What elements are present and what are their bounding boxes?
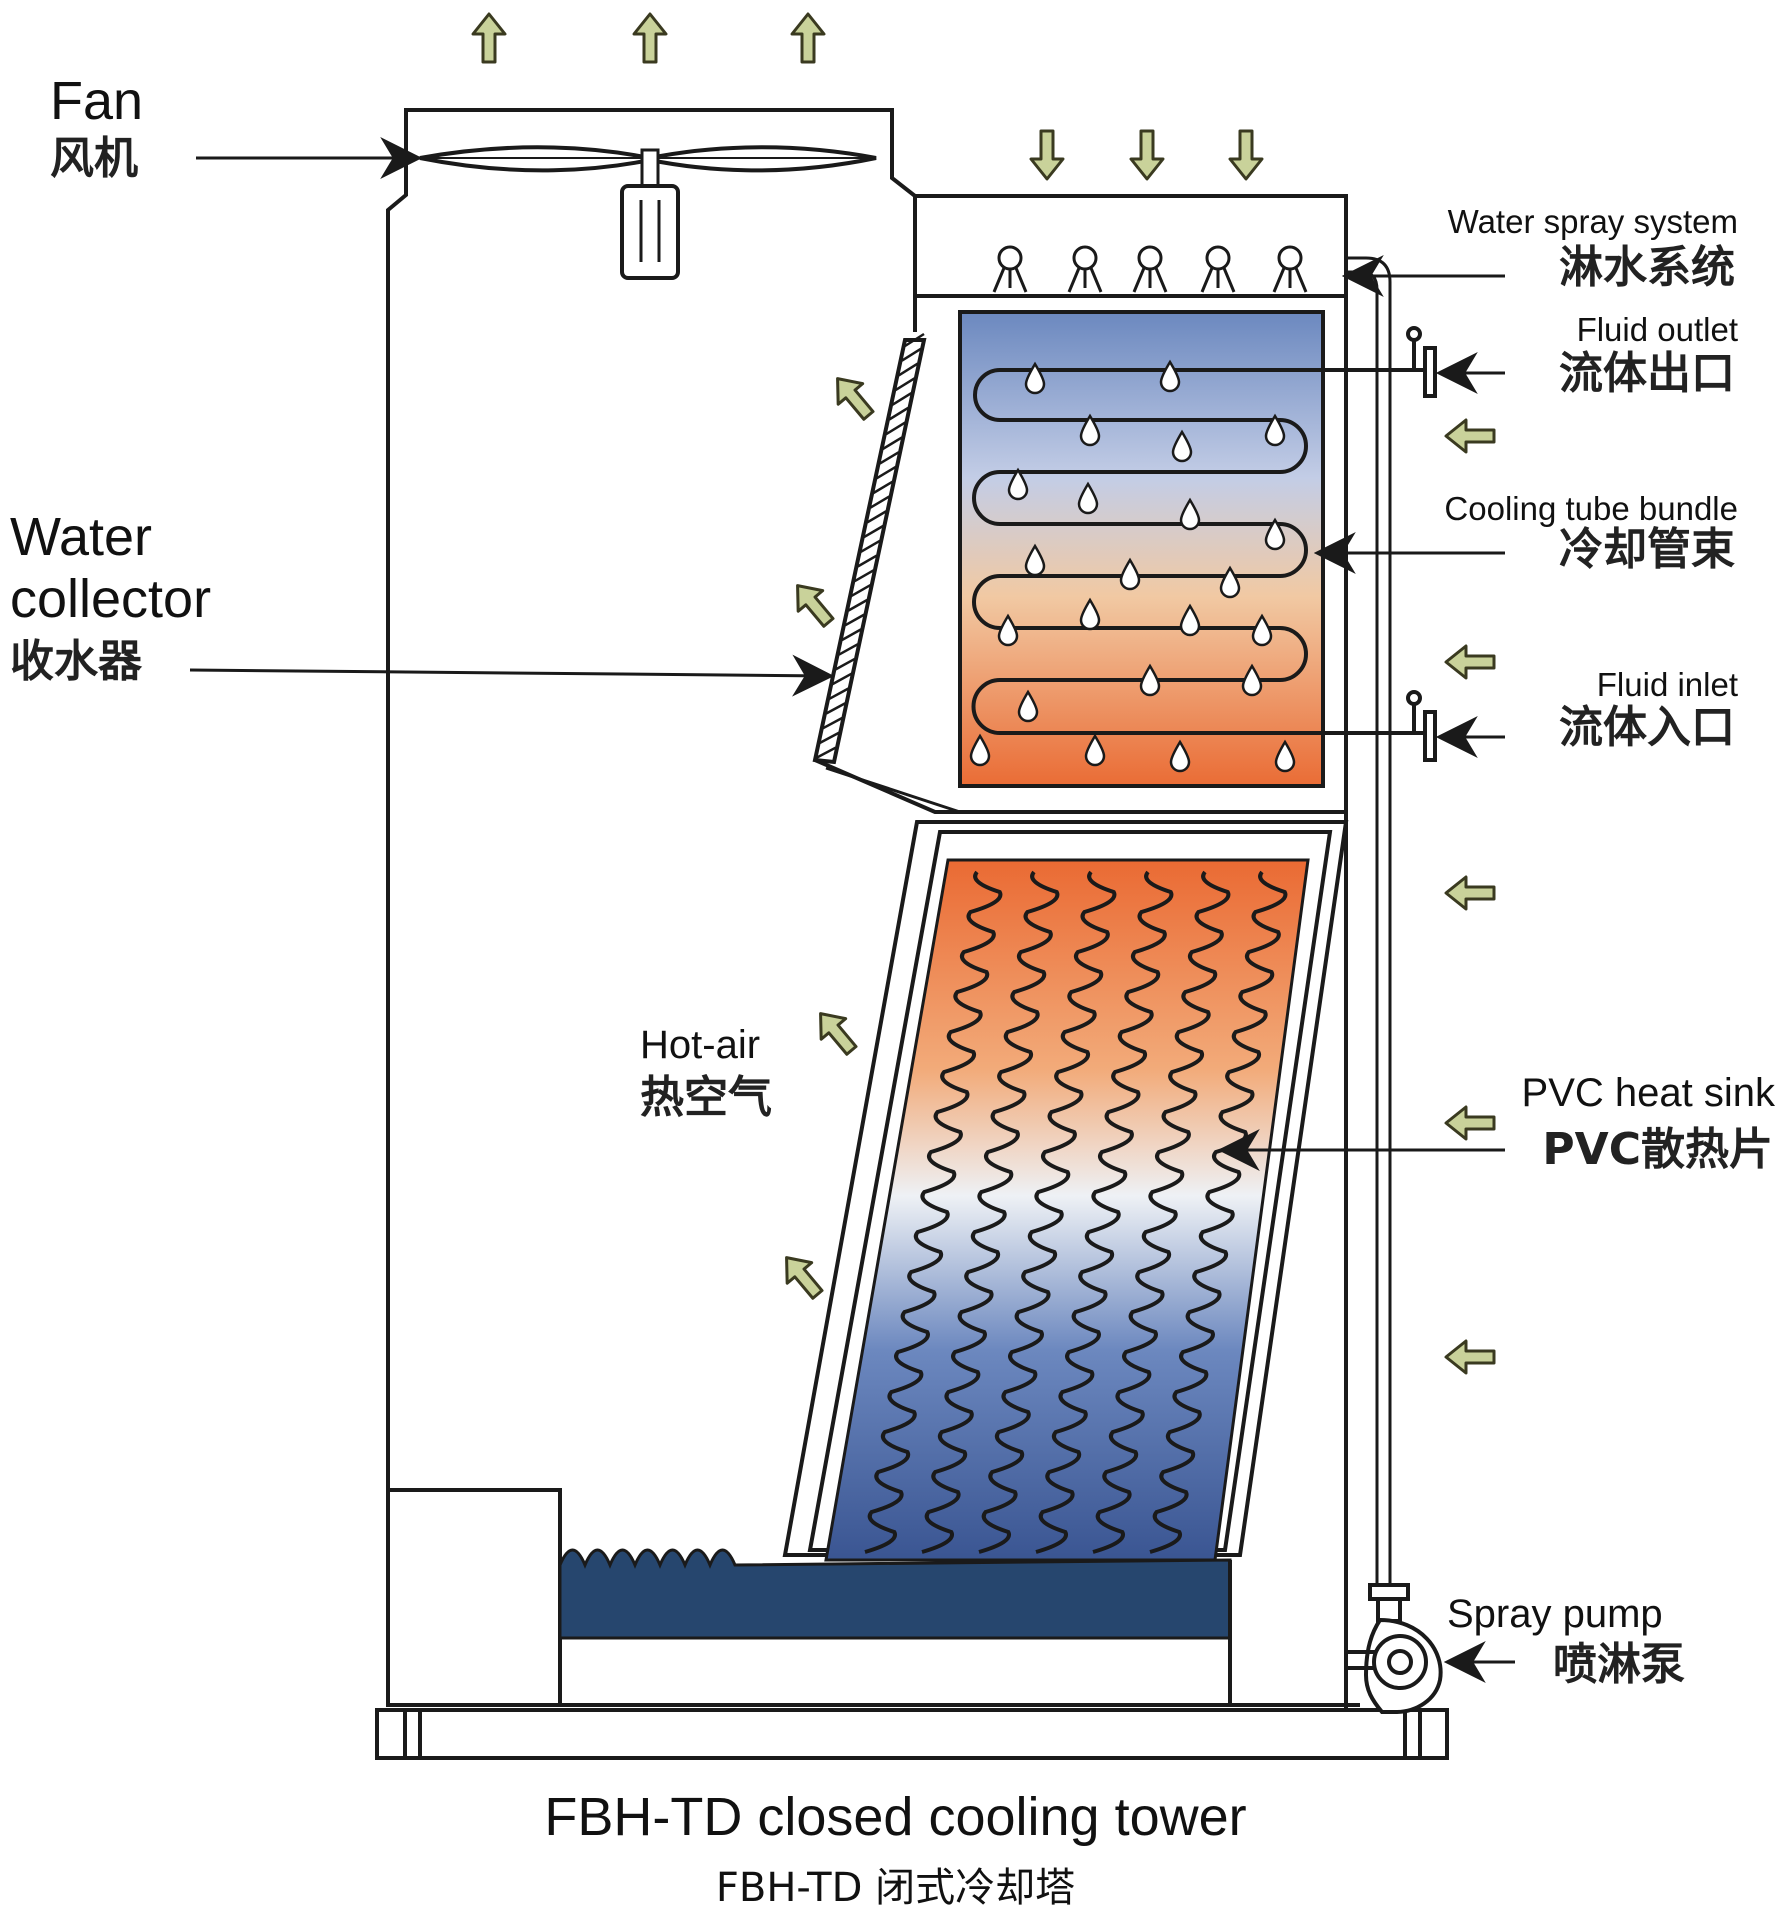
water-collector [812,332,1346,814]
label-pvc-en: PVC heat sink [1521,1071,1775,1115]
airflow-arrow [806,1001,866,1063]
airflow-arrow [790,12,826,64]
label-fan-cn: 风机 [50,133,138,184]
spray-nozzles [992,245,1308,294]
airflow-arrow [1444,1339,1496,1375]
airflow-arrow [1029,129,1065,181]
label-water-collector-en-2: collector [10,569,212,629]
spray-pump [1346,1583,1443,1714]
label-tube-bundle-en: Cooling tube bundle [1444,490,1738,527]
airflow-arrow [1444,418,1496,454]
airflow-arrow [823,366,883,428]
caption-title-cn: FBH-TD 闭式冷却塔 [715,1865,1076,1911]
label-hot-air-en: Hot-air [640,1023,761,1067]
fan [419,145,877,280]
label-fan-en: Fan [50,71,144,131]
cooling-tube-bundle [958,310,1325,788]
water-basin [386,1488,1232,1707]
label-fluid-outlet-cn: 流体出口 [1559,348,1735,399]
airflow-arrow [1444,644,1496,680]
label-fluid-inlet-cn: 流体入口 [1559,702,1735,753]
leader-lines [189,137,1515,1683]
spray-nozzle [1200,245,1236,294]
spray-nozzle [992,245,1028,294]
label-pump-cn: 喷淋泵 [1553,1639,1685,1690]
airflow-arrow [1444,875,1496,911]
label-fluid-inlet-en: Fluid inlet [1596,666,1738,703]
label-hot-air-cn: 热空气 [640,1072,772,1123]
airflow-arrow [1444,1105,1496,1141]
pvc-wave-lines [864,870,1288,1554]
spray-nozzle [1067,245,1103,294]
label-water-collector-en-1: Water [10,507,153,567]
serpentine-coil [971,368,1323,735]
airflow-arrow [1228,129,1264,181]
pvc-heat-sink-frame [782,820,1349,1557]
airflow-arrow [772,1245,832,1307]
label-spray-system-cn: 淋水系统 [1559,242,1735,293]
spray-nozzle [1272,245,1308,294]
airflow-arrow [471,12,507,64]
tower-shell [375,108,1449,1760]
label-water-collector-cn: 收水器 [10,636,142,687]
airflow-arrow [783,573,843,635]
airflow-arrow [632,12,668,64]
airflow-arrow [1129,129,1165,181]
fluid-connections [1323,326,1437,762]
spray-nozzle [1132,245,1168,294]
caption-title-en: FBH-TD closed cooling tower [544,1787,1247,1847]
spray-pipe [1346,256,1392,1590]
label-fluid-outlet-en: Fluid outlet [1576,311,1738,348]
label-pump-en: Spray pump [1447,1592,1663,1636]
label-tube-bundle-cn: 冷却管束 [1559,524,1735,575]
label-spray-system-en: Water spray system [1447,203,1738,240]
label-pvc-cn: PVC散热片 [1542,1124,1773,1175]
pvc-heat-sink [824,858,1310,1562]
